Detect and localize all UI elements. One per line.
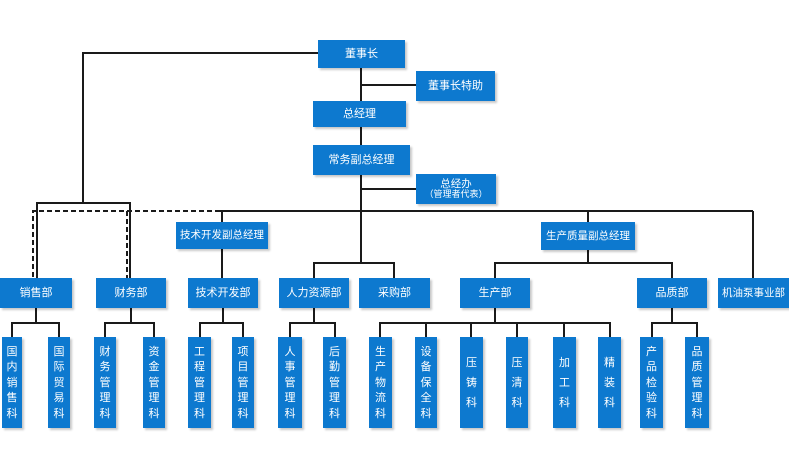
org-node-finance-mgmt-section: 财务管理科 [94, 337, 116, 428]
org-node-procurement-dept: 采购部 [359, 278, 430, 308]
solid-connectors [11, 52, 754, 337]
org-node-domestic-sales-section: 国内销售科 [2, 337, 22, 428]
org-node-finishing-section: 精装科 [598, 337, 621, 428]
org-node-gm-office: 总经办 （管理者代表） [416, 174, 496, 204]
gm-office-line1: 总经办 [440, 177, 472, 190]
gm-office-line2: （管理者代表） [424, 189, 488, 200]
org-node-sales-dept: 销售部 [0, 278, 72, 308]
org-node-capital-mgmt-section: 资金管理科 [143, 337, 165, 428]
dashed-connectors [32, 210, 220, 278]
org-node-cleaning-section: 压清科 [506, 337, 528, 428]
org-node-machining-section: 加工科 [553, 337, 576, 428]
org-node-hr-dept: 人力资源部 [279, 278, 349, 308]
org-node-logistics-mgmt-section: 后勤管理科 [323, 337, 346, 428]
org-node-oil-pump-division: 机油泵事业部 [718, 278, 789, 308]
org-node-product-inspection-section: 产品检验科 [640, 337, 663, 428]
org-node-quality-deputy-gm: 生产质量副总经理 [541, 222, 635, 250]
org-node-engineering-mgmt-section: 工程管理科 [188, 337, 211, 428]
org-node-personnel-mgmt-section: 人事管理科 [278, 337, 302, 428]
org-node-equipment-maintenance-section: 设备保全科 [415, 337, 437, 428]
org-node-finance-dept: 财务部 [96, 278, 166, 308]
org-node-project-mgmt-section: 项目管理科 [232, 337, 254, 428]
org-node-tech-dev-dept: 技术开发部 [188, 278, 258, 308]
org-node-die-casting-section: 压铸科 [460, 337, 483, 428]
org-node-general-manager: 总经理 [313, 101, 406, 127]
org-node-intl-trade-section: 国际贸易科 [48, 337, 70, 428]
org-node-production-dept: 生产部 [460, 278, 530, 308]
org-node-chairman-assistant: 董事长特助 [416, 71, 495, 101]
org-node-chairman: 董事长 [318, 40, 405, 68]
org-node-production-logistics-section: 生产物流科 [369, 337, 392, 428]
org-node-quality-mgmt-section: 品质管理科 [685, 337, 709, 428]
org-node-tech-deputy-gm: 技术开发副总经理 [176, 222, 268, 249]
org-node-executive-deputy-gm: 常务副总经理 [313, 145, 410, 175]
org-node-quality-dept: 品质部 [637, 278, 707, 308]
